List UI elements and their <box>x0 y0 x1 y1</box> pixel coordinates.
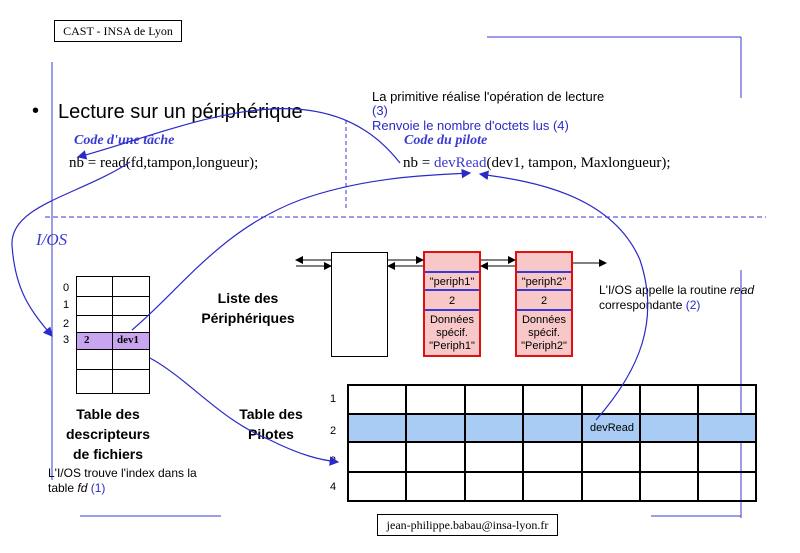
periph1-divider <box>425 271 479 273</box>
fd-note-line2-ref: (1) <box>90 481 106 495</box>
header-box: CAST - INSA de Lyon <box>54 20 182 42</box>
ios-label: I/OS <box>36 230 68 249</box>
periph2-index: 2 <box>540 295 548 307</box>
fd-note-line1: L'I/OS trouve l'index dans la <box>48 466 197 480</box>
ios-note-line2-prefix: correspondante <box>599 298 686 312</box>
fd-cell <box>112 369 150 394</box>
ios-note-line1-prefix: L'I/OS appelle la routine <box>599 283 731 297</box>
periph2-name: "periph2" <box>521 276 567 288</box>
periph1-data-line3: "Periph1" <box>429 340 475 352</box>
driver-row-label-1: 1 <box>330 393 337 405</box>
device-list-head <box>331 252 388 357</box>
periph1-data-line2: spécif. <box>436 327 468 339</box>
page-title: Lecture sur un périphérique <box>58 101 303 123</box>
user-code-label: Code d'une tâche <box>74 133 175 148</box>
fd-index-0: 0 <box>63 282 70 294</box>
title-bullet: • <box>32 100 40 122</box>
driver-code-prefix: nb = <box>403 155 434 171</box>
driver-devread-cell: devRead <box>590 422 635 434</box>
periph1-name: "periph1" <box>429 276 475 288</box>
user-code: nb = read(fd,tampon,longueur); <box>69 155 259 171</box>
periph2-data-line1: Données <box>521 314 567 326</box>
primitive-note-line3: Renvoie le nombre d'octets lus (4) <box>372 118 569 133</box>
driver-caption-line1: Table des <box>239 406 303 422</box>
fd-note-line2-italic: fd <box>77 481 88 495</box>
periph2-divider <box>517 289 571 291</box>
periph1-divider <box>425 289 479 291</box>
driver-row-label-2: 2 <box>330 425 337 437</box>
driver-caption-line2: Pilotes <box>248 426 294 442</box>
device-caption-line2: Périphériques <box>201 310 295 326</box>
fd-index-2: 2 <box>63 318 70 330</box>
header-text: CAST - INSA de Lyon <box>63 24 173 38</box>
fd-index-1: 1 <box>63 299 70 311</box>
flow-arrows <box>11 108 649 466</box>
ios-note-line2-ref: (2) <box>685 298 701 312</box>
driver-code: nb = devRead(dev1, tampon, Maxlongueur); <box>403 155 671 172</box>
fd-row3-device: dev1 <box>117 334 139 346</box>
periph1-divider <box>425 309 479 311</box>
device-caption-line1: Liste des <box>217 290 279 306</box>
driver-row-label-4: 4 <box>330 481 337 493</box>
fd-note-line2-prefix: table <box>48 481 78 495</box>
ios-routine-note: L'I/OS appelle la routine read correspon… <box>599 283 754 313</box>
periph2-data-line3: "Periph2" <box>521 340 567 352</box>
periph1-data: Données spécif. "Periph1" <box>425 314 479 353</box>
periph2-box: "periph2" 2 Données spécif. "Periph2" <box>515 251 573 357</box>
ios-note-line1-italic: read <box>730 283 755 297</box>
primitive-note-line1: La primitive réalise l'opération de lect… <box>372 89 605 104</box>
footer-email: jean-philippe.babau@insa-lyon.fr <box>386 518 549 532</box>
periph2-data-line2: spécif. <box>528 327 560 339</box>
driver-code-func: devRead <box>433 155 487 171</box>
driver-code-label: Code du pilote <box>404 133 488 148</box>
device-list-caption: Liste des Périphériques <box>186 288 310 328</box>
fd-table-caption: Table des descripteurs de fichiers <box>40 404 176 464</box>
fd-table-note: L'I/OS trouve l'index dans la table fd (… <box>48 466 197 496</box>
periph1-box: "periph1" 2 Données spécif. "Periph1" <box>423 251 481 357</box>
primitive-note-line2: (3) <box>372 103 388 118</box>
fd-caption-line1: Table des <box>76 406 140 422</box>
periph2-data: Données spécif. "Periph2" <box>517 314 571 353</box>
periph1-data-line1: Données <box>429 314 475 326</box>
footer-box: jean-philippe.babau@insa-lyon.fr <box>377 514 558 536</box>
list-links <box>295 256 607 270</box>
driver-highlight-row <box>348 414 756 442</box>
fd-row3-index: 2 <box>84 334 90 346</box>
driver-table-caption: Table des Pilotes <box>226 404 316 444</box>
periph2-divider <box>517 309 571 311</box>
fd-caption-line2: descripteurs <box>65 426 151 442</box>
fd-index-3: 3 <box>63 334 70 346</box>
periph1-index: 2 <box>448 295 456 307</box>
driver-code-suffix: (dev1, tampon, Maxlongueur); <box>486 155 671 171</box>
periph2-divider <box>517 271 571 273</box>
fd-caption-line3: de fichiers <box>72 446 144 462</box>
